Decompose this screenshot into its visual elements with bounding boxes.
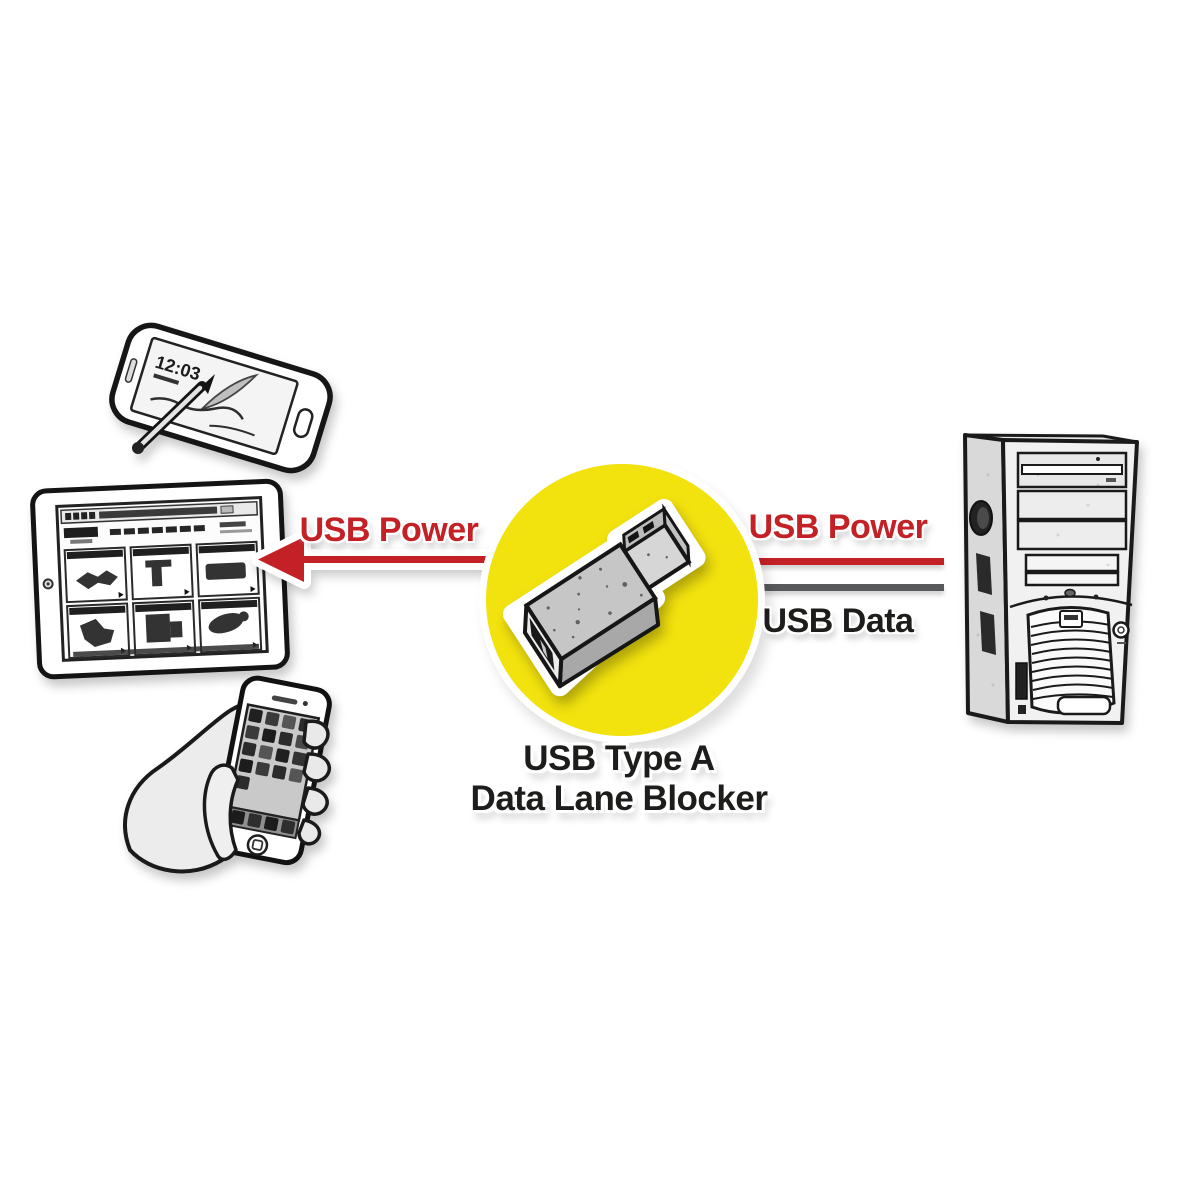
- product-caption: USB Type A Data Lane Blocker: [471, 739, 768, 819]
- label-usb-power-left: USB Power: [299, 511, 479, 549]
- caption-line-2: Data Lane Blocker: [470, 779, 768, 818]
- tablet-illustration: [30, 478, 290, 680]
- pc-tower-illustration: [963, 433, 1139, 725]
- usb-adapter-illustration: [502, 498, 706, 697]
- usb-data-line-right: [742, 584, 944, 591]
- label-usb-power-right: USB Power: [748, 508, 928, 546]
- caption-line-1: USB Type A: [523, 739, 715, 778]
- hand-smartphone-illustration: [123, 675, 332, 874]
- usb-power-arrow-left: [252, 531, 544, 589]
- stylus-icon: [132, 374, 215, 454]
- smartphone-stylus-illustration: 12:03: [109, 322, 333, 474]
- usb-power-line-right: [740, 558, 944, 565]
- label-usb-data: USB Data: [762, 602, 914, 640]
- fingers-icon: [202, 719, 331, 862]
